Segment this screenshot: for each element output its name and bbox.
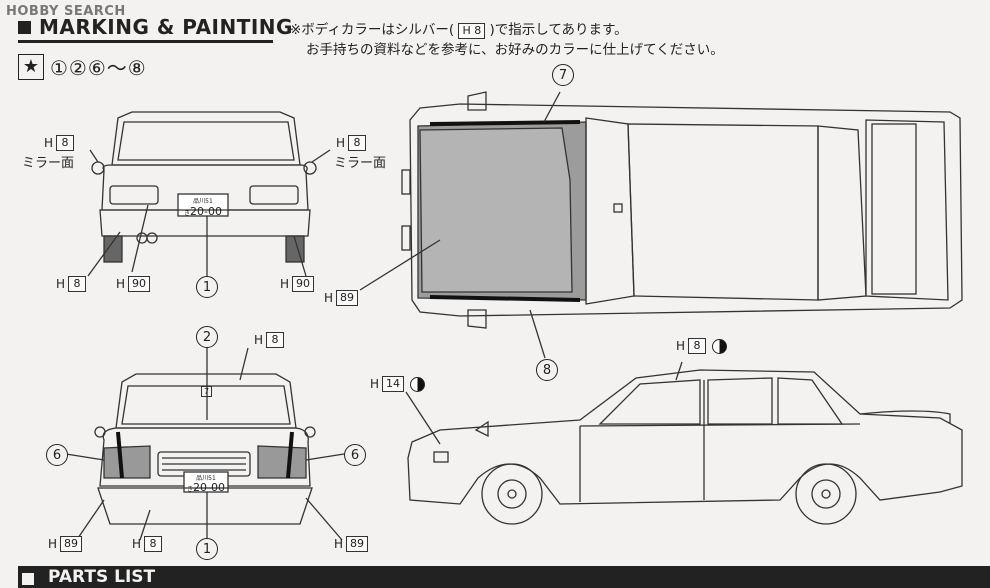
- callout-front-1: 1: [196, 538, 218, 560]
- reference-parts: ①②⑥〜⑧: [50, 56, 147, 80]
- rear-view: [87, 111, 331, 278]
- footer-title: PARTS LIST: [48, 567, 156, 587]
- front-view: [65, 346, 345, 541]
- side-view: [405, 361, 963, 525]
- callout-rear-1: 1: [196, 276, 218, 298]
- mirror-right-label: ミラー面: [334, 156, 387, 171]
- section-title: MARKING & PAINTING: [39, 15, 293, 39]
- footer-bar: [18, 566, 990, 588]
- note-line-2: お手持ちの資料などを参考に、お好みのカラーに仕上げてください。: [306, 42, 724, 58]
- callout-front-6-right: 6: [344, 444, 366, 466]
- top-view: [359, 91, 963, 359]
- watermark: HOBBY SEARCH: [6, 4, 126, 19]
- callout-top-8: 8: [536, 359, 558, 381]
- header-underline: [18, 40, 273, 43]
- callout-front-2: 2: [196, 326, 218, 348]
- star-icon: ★: [18, 53, 44, 80]
- front-license-plate: 品川51 き20-00: [187, 475, 225, 494]
- mirror-left-label: ミラー面: [22, 156, 75, 171]
- note-line-1: ※ボディカラーはシルバー( H 8 )で指示してあります。: [290, 22, 628, 39]
- header-square-icon: [18, 20, 31, 34]
- section-header: MARKING & PAINTING: [18, 14, 293, 40]
- callout-top-7: 7: [552, 64, 574, 86]
- front-small-box: 7: [201, 386, 213, 397]
- half-dot-icon: [712, 338, 728, 354]
- footer-square-icon: [22, 573, 34, 585]
- reference-row: ★ ①②⑥〜⑧: [18, 52, 147, 81]
- color-code-box: H 8: [458, 23, 486, 39]
- callout-front-6-left: 6: [46, 444, 68, 466]
- half-dot-icon: [410, 376, 426, 392]
- rear-license-plate: 品川51 き20-00: [184, 198, 222, 218]
